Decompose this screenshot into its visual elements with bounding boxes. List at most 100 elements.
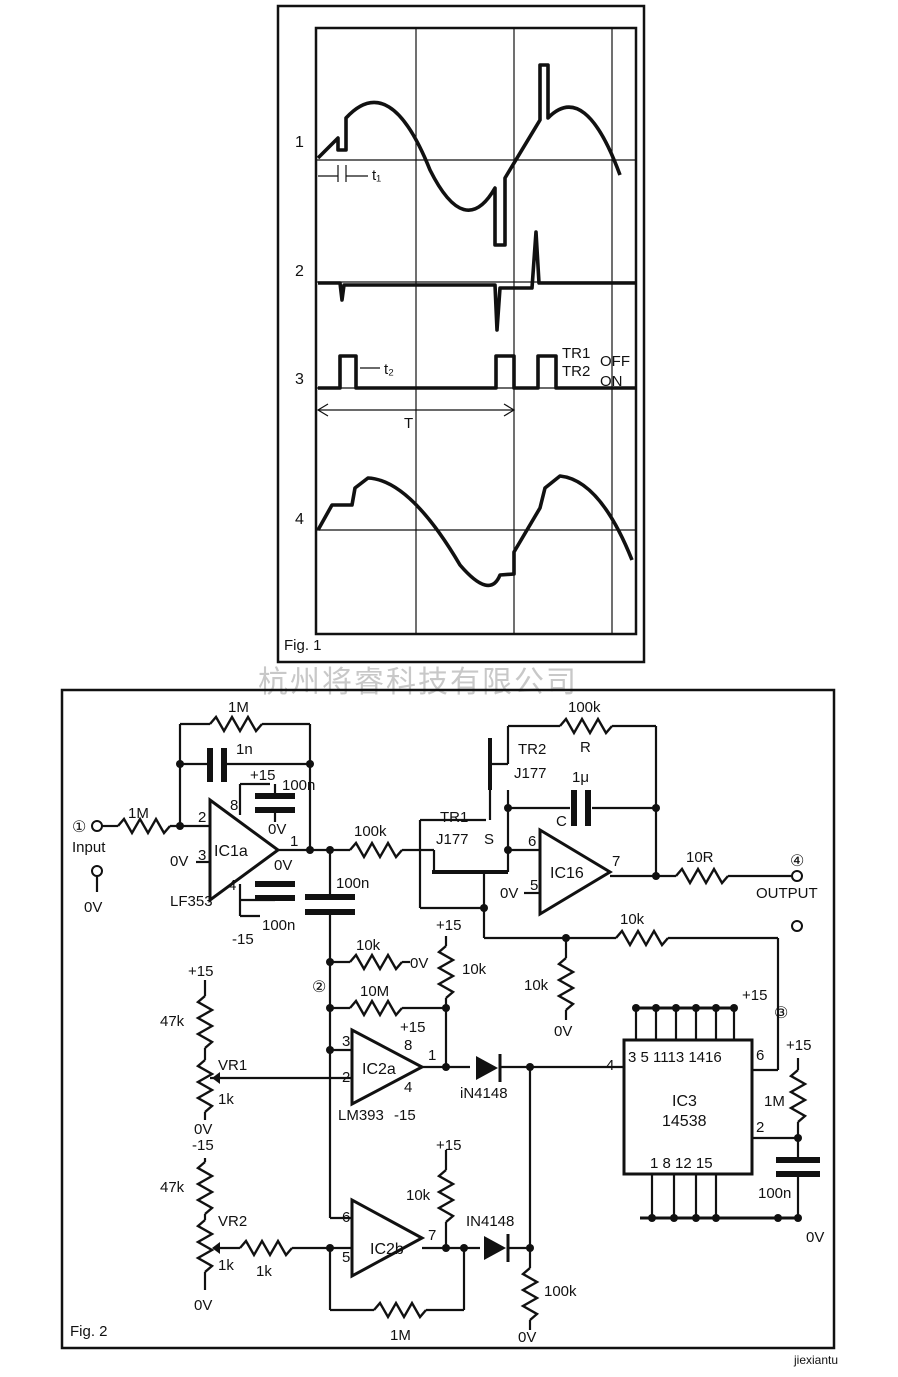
ic3-bottom-pins: 1 8 12 15 bbox=[650, 1155, 713, 1172]
c-100n-b: 100n bbox=[262, 917, 295, 934]
cap-gnd-label: 0V bbox=[268, 821, 286, 838]
trace-1 bbox=[316, 63, 622, 247]
footer-logo: jiexiantu bbox=[793, 1353, 838, 1367]
ic3-pin4: 4 bbox=[606, 1057, 614, 1074]
ic1a-pin4: 4 bbox=[228, 877, 236, 894]
node-3-marker: ③ bbox=[774, 1005, 788, 1022]
ic3-monostable bbox=[622, 1038, 754, 1176]
r-1M-ic3: 1M bbox=[764, 1093, 785, 1110]
output-label: OUTPUT bbox=[756, 885, 818, 902]
ic2b-pin6: 6 bbox=[342, 1209, 350, 1226]
r-1M-input: 1M bbox=[128, 805, 149, 822]
output-terminal bbox=[791, 870, 803, 882]
fig1-frame bbox=[276, 4, 646, 664]
tr1-source: S bbox=[484, 831, 494, 848]
ic2a-pin1: 1 bbox=[428, 1047, 436, 1064]
tr2-label: TR2 bbox=[562, 363, 590, 380]
c-100n-a: 100n bbox=[282, 777, 315, 794]
on-label: ON bbox=[600, 373, 623, 390]
r-1M-bottom: 1M bbox=[390, 1327, 411, 1344]
c-1n: 1n bbox=[236, 741, 253, 758]
gnd-a: 0V bbox=[410, 955, 428, 972]
ic1b-vin: 0V bbox=[500, 885, 518, 902]
c-C-label: C bbox=[556, 813, 567, 830]
gnd-c: 0V bbox=[194, 1121, 212, 1138]
period-label: T bbox=[404, 415, 413, 432]
fig2-frame bbox=[60, 688, 836, 1350]
ic1a-pin1: 1 bbox=[290, 833, 298, 850]
ic1a-part: LF353 bbox=[170, 893, 213, 910]
r-100k-bottom: 100k bbox=[544, 1283, 577, 1300]
trace-4 bbox=[316, 474, 634, 588]
off-label: OFF bbox=[600, 353, 630, 370]
ic3-pin2: 2 bbox=[756, 1119, 764, 1136]
ic2a-part: LM393 bbox=[338, 1107, 384, 1124]
ic2a-pin2: 2 bbox=[342, 1069, 350, 1086]
trace-3 bbox=[318, 354, 636, 390]
trace-label-2: 2 bbox=[295, 263, 304, 280]
ic3-pin6: 6 bbox=[756, 1047, 764, 1064]
ic1b-name: IC16 bbox=[550, 865, 584, 882]
ic3-name: IC3 bbox=[672, 1093, 697, 1110]
r-10R: 10R bbox=[686, 849, 714, 866]
gnd-f: 0V bbox=[518, 1329, 536, 1346]
tr2-name: TR2 bbox=[518, 741, 546, 758]
ic1b-pin6: 6 bbox=[528, 833, 536, 850]
vr2-label: VR2 bbox=[218, 1213, 247, 1230]
fig1-oscillogram: 1 2 3 4 t₁ t₂ T TR1 TR2 OFF ON Fig. 1 bbox=[276, 4, 646, 664]
r-10k-a: 10k bbox=[620, 911, 645, 928]
plus15-d: +15 bbox=[786, 1037, 811, 1054]
plus15-a: +15 bbox=[436, 917, 461, 934]
output-marker: ④ bbox=[790, 853, 804, 870]
ic1a-plus15: +15 bbox=[250, 767, 275, 784]
r-47k-a: 47k bbox=[160, 1013, 185, 1030]
vr1-label: VR1 bbox=[218, 1057, 247, 1074]
fig2-caption: Fig. 2 bbox=[70, 1323, 108, 1340]
ic2a-minus15: -15 bbox=[394, 1107, 416, 1124]
r-10k-d: 10k bbox=[524, 977, 549, 994]
ic1a-vin: 0V bbox=[170, 853, 188, 870]
watermark: 杭州将睿科技有限公司 bbox=[258, 665, 578, 700]
t2-label: t₂ bbox=[384, 361, 394, 378]
tr1-name: TR1 bbox=[440, 809, 468, 826]
r-R-label: R bbox=[580, 739, 591, 756]
ic2a-pin8: 8 bbox=[404, 1037, 412, 1054]
ic2a-comparator bbox=[350, 1027, 426, 1107]
fig2-circuit: ① Input 0V 1M 1M 1n +15 100n 0V 2 8 IC1a… bbox=[60, 688, 836, 1350]
r-100k-mid: 100k bbox=[354, 823, 387, 840]
r-1M-feedback: 1M bbox=[228, 699, 249, 716]
r-10k-c: 10k bbox=[462, 961, 487, 978]
node-2-marker: ② bbox=[312, 979, 326, 996]
trace-2 bbox=[318, 230, 636, 332]
minus15-vr2: -15 bbox=[192, 1137, 214, 1154]
c-100n-c: 100n bbox=[336, 875, 369, 892]
fig1-caption: Fig. 1 bbox=[284, 637, 322, 654]
ic2b-comparator bbox=[350, 1197, 426, 1279]
ic2b-pin7: 7 bbox=[428, 1227, 436, 1244]
ic3-part: 14538 bbox=[662, 1113, 707, 1130]
ic1a-pin3: 3 bbox=[198, 847, 206, 864]
ic3-top-pins: 3 5 1113 1416 bbox=[628, 1049, 722, 1066]
ic1a-pin2: 2 bbox=[198, 809, 206, 826]
ic1a-opamp bbox=[208, 797, 281, 903]
ic1a-minus15: -15 bbox=[232, 931, 254, 948]
output-ground-terminal bbox=[791, 920, 803, 932]
fig1-graticule bbox=[314, 26, 638, 636]
ic1b-pin7: 7 bbox=[612, 853, 620, 870]
input-terminal bbox=[91, 820, 103, 832]
r-100k-R: 100k bbox=[568, 699, 601, 716]
ic1a-name: IC1a bbox=[214, 843, 248, 860]
r-47k-b: 47k bbox=[160, 1179, 185, 1196]
ic2a-pin4: 4 bbox=[404, 1079, 412, 1096]
input-label: Input bbox=[72, 839, 106, 856]
tr2-part: J177 bbox=[514, 765, 547, 782]
r-10k-e: 10k bbox=[406, 1187, 431, 1204]
gnd-b: 0V bbox=[554, 1023, 572, 1040]
ic2a-plus15: +15 bbox=[400, 1019, 425, 1036]
ic1a-pin8: 8 bbox=[230, 797, 238, 814]
trace-label-3: 3 bbox=[295, 371, 304, 388]
trace-label-1: 1 bbox=[295, 134, 304, 151]
r-1k-b: 1k bbox=[218, 1257, 234, 1274]
ic2a-pin3: 3 bbox=[342, 1033, 350, 1050]
